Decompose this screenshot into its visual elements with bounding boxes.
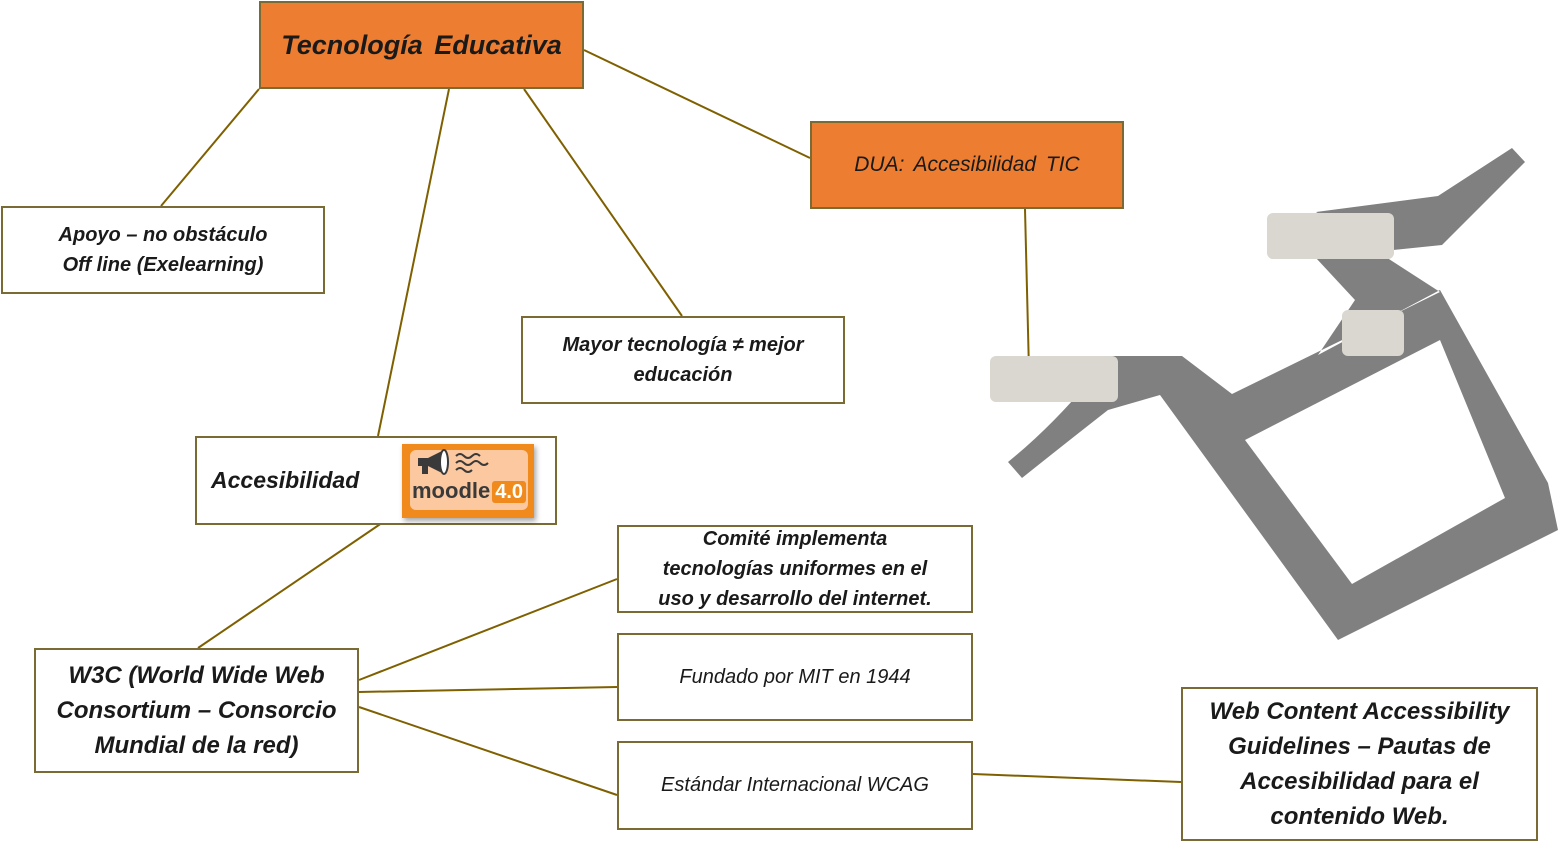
node-estandar: Estándar Internacional WCAG <box>617 741 973 830</box>
connector-w3c-fundado <box>358 686 618 693</box>
node-w3c-line-3: Mundial de la red) <box>94 732 299 759</box>
megaphone-icon <box>418 449 449 475</box>
node-dua-text: DUA: Accesibilidad TIC <box>854 153 1080 176</box>
node-mayor-line-2: educación <box>633 364 733 386</box>
node-fundado: Fundado por MIT en 1944 <box>617 633 973 721</box>
node-wcag-line-1: Web Content Accessibility <box>1209 698 1510 725</box>
connector-title-accesibilidad <box>377 88 450 437</box>
node-wcag-line-4: contenido Web. <box>1270 803 1449 830</box>
node-apoyo: Apoyo – no obstáculo Off line (Exelearni… <box>1 206 325 294</box>
decor-tag-top <box>1267 213 1394 259</box>
moodle-version: 4.0 <box>492 481 527 503</box>
connector-title-mayor <box>523 88 683 317</box>
node-comite-line-3: uso y desarrollo del internet. <box>658 588 932 610</box>
connector-title-dua <box>583 49 811 159</box>
node-comite: Comité implementa tecnologías uniformes … <box>617 525 973 613</box>
connector-dua-decor <box>1024 208 1030 372</box>
connector-w3c-estandar <box>358 706 618 796</box>
node-tecnologia-educativa: Tecnología Educativa <box>259 1 584 89</box>
node-comite-line-2: tecnologías uniformes en el <box>662 558 928 580</box>
node-title-text: Tecnología Educativa <box>281 29 562 60</box>
node-wcag-line-3: Accesibilidad para el <box>1240 768 1479 795</box>
connector-w3c-comite <box>358 578 618 681</box>
node-apoyo-line-1: Apoyo – no obstáculo <box>58 224 268 246</box>
node-mayor-tecnologia: Mayor tecnología ≠ mejor educación <box>521 316 845 404</box>
node-w3c: W3C (World Wide Web Consortium – Consorc… <box>34 648 359 773</box>
connector-title-apoyo <box>160 88 260 207</box>
node-w3c-line-1: W3C (World Wide Web <box>68 662 325 689</box>
node-w3c-line-2: Consortium – Consorcio <box>56 697 337 724</box>
node-fundado-text: Fundado por MIT en 1944 <box>679 665 911 688</box>
node-estandar-text: Estándar Internacional WCAG <box>661 774 929 796</box>
node-comite-line-1: Comité implementa <box>702 528 888 550</box>
node-wcag-line-2: Guidelines – Pautas de <box>1228 733 1491 760</box>
sound-waves-icon <box>455 453 489 473</box>
node-wcag: Web Content Accessibility Guidelines – P… <box>1181 687 1538 841</box>
node-mayor-line-1: Mayor tecnología ≠ mejor <box>562 334 804 356</box>
node-dua: DUA: Accesibilidad TIC <box>810 121 1124 209</box>
node-apoyo-line-2: Off line (Exelearning) <box>62 254 264 276</box>
connector-estandar-wcag <box>972 773 1182 783</box>
decor-inner-cutout <box>1245 340 1505 584</box>
decor-tag-left <box>990 356 1118 402</box>
decor-tag-middle <box>1342 310 1404 356</box>
node-accesibilidad-text: Accesibilidad <box>211 467 360 493</box>
moodle-name: moodle <box>412 478 491 503</box>
